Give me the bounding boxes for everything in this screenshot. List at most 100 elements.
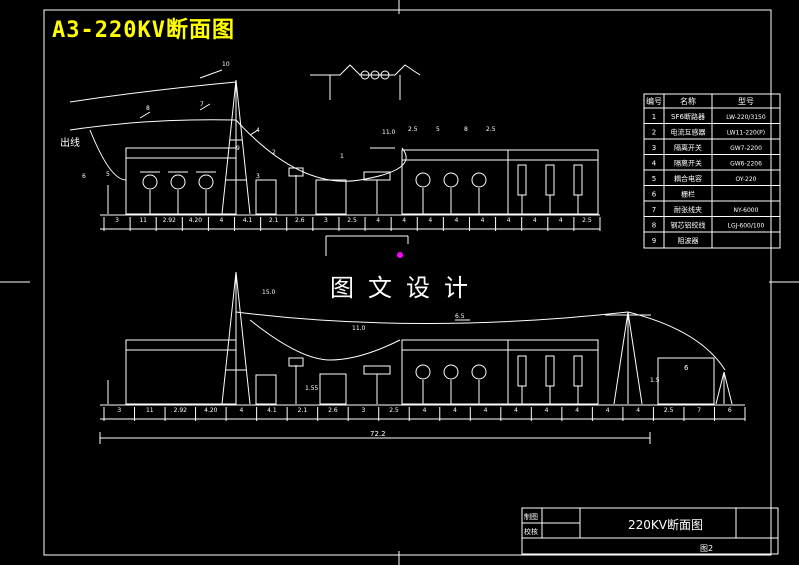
callout-5: 5 xyxy=(106,171,110,178)
parts-table-no: 7 xyxy=(652,206,656,214)
callout-9: 9 xyxy=(236,145,240,152)
dimension-label: 4 xyxy=(575,407,579,414)
parts-table-model: LGJ-600/100 xyxy=(728,223,765,230)
parts-table-name: 钢芯铝绞线 xyxy=(671,221,706,230)
bottom-section xyxy=(99,271,745,444)
height-5: 5 xyxy=(436,126,440,133)
insertion-marker xyxy=(397,252,403,258)
dimension-label: 11 xyxy=(139,217,147,224)
dimension-label: 3 xyxy=(362,407,366,414)
dimension-label: 4 xyxy=(220,217,224,224)
page-title: A3-220KV断面图 xyxy=(52,18,235,43)
dimension-label: 3 xyxy=(115,217,119,224)
dimension-label: 4.1 xyxy=(267,407,277,414)
dimension-label: 4 xyxy=(402,217,406,224)
parts-table-name: 阻波器 xyxy=(678,236,699,245)
dimension-label: 2.6 xyxy=(295,217,305,224)
dimension-label: 2.6 xyxy=(328,407,338,414)
parts-table-name: 隔离开关 xyxy=(674,143,702,152)
parts-table-no: 4 xyxy=(652,160,657,168)
callout-10: 10 xyxy=(222,61,230,68)
callout-1: 1 xyxy=(340,153,344,160)
title-block-row2: 校核 xyxy=(524,527,538,536)
parts-table-no: 5 xyxy=(652,175,656,183)
title-block-sheet: 图2 xyxy=(700,544,713,553)
parts-table-model: GW7-2200 xyxy=(730,145,762,152)
height-15: 15.0 xyxy=(262,289,276,296)
dimension-label: 4 xyxy=(559,217,563,224)
top-section xyxy=(69,64,600,230)
parts-table-name: 耦合电容 xyxy=(674,174,702,183)
title-block-title: 220KV断面图 xyxy=(628,517,703,532)
parts-table-no: 2 xyxy=(652,129,656,137)
parts-table-no: 1 xyxy=(652,113,656,121)
dimension-label: 6 xyxy=(728,407,732,414)
dimension-label: 2.5 xyxy=(582,217,592,224)
callout-8: 8 xyxy=(146,105,150,112)
dimension-label: 4 xyxy=(239,407,243,414)
callout-4: 4 xyxy=(256,127,260,134)
callout-2: 2 xyxy=(272,149,276,156)
dimension-label: 7 xyxy=(697,407,701,414)
dimension-label: 2.5 xyxy=(664,407,674,414)
box-label: 6 xyxy=(684,364,689,372)
parts-table-model: LW11-220(P) xyxy=(727,130,765,137)
dimension-label: 4 xyxy=(481,217,485,224)
dimension-label: 4 xyxy=(428,217,432,224)
dimension-label: 4 xyxy=(423,407,427,414)
parts-table-name: 隔离开关 xyxy=(674,159,702,168)
dimension-label: 4 xyxy=(453,407,457,414)
parts-table-model: LW-220/3150 xyxy=(726,114,766,121)
dimension-label: 4 xyxy=(636,407,640,414)
dimension-label: 4 xyxy=(455,217,459,224)
title-block-grid xyxy=(521,507,779,555)
height-11: 11.0 xyxy=(382,129,396,136)
dimension-label: 2.92 xyxy=(163,217,177,224)
dimension-label: 4.20 xyxy=(189,217,203,224)
height-2-5a: 2.5 xyxy=(408,126,418,133)
parts-table-header-0: 编号 xyxy=(646,96,662,106)
dimension-label: 4 xyxy=(533,217,537,224)
dimension-label: 4 xyxy=(376,217,380,224)
title-block-row1: 制图 xyxy=(524,512,538,521)
watermark: 图文设计 xyxy=(330,274,482,302)
total-dimension: 72.2 xyxy=(370,430,386,438)
center-marks xyxy=(325,235,409,256)
height-2-5b: 2.5 xyxy=(486,126,496,133)
height-11-bottom: 11.0 xyxy=(352,325,366,332)
parts-table-name: 耐张线夹 xyxy=(674,205,702,214)
callout-7: 7 xyxy=(200,101,204,108)
parts-table-name: 栅栏 xyxy=(681,190,695,199)
parts-table-no: 3 xyxy=(652,144,656,152)
dimension-label: 2.1 xyxy=(269,217,279,224)
dimension-label: 3 xyxy=(324,217,328,224)
parts-table-no: 9 xyxy=(652,237,656,245)
dimension-label: 4 xyxy=(606,407,610,414)
outgoing-line-label: 出线 xyxy=(60,136,80,149)
height-6-5: 6.5 xyxy=(455,313,465,320)
dimension-label: 4.20 xyxy=(204,407,218,414)
dimension-label: 4 xyxy=(545,407,549,414)
dimension-label: 4 xyxy=(484,407,488,414)
parts-table-no: 8 xyxy=(652,222,656,230)
parts-table-grid xyxy=(643,93,781,249)
parts-table-name: 电流互感器 xyxy=(671,128,706,137)
dimension-label: 11 xyxy=(146,407,154,414)
callout-3: 3 xyxy=(256,173,260,180)
parts-table-header-2: 型号 xyxy=(738,97,754,106)
dimension-label: 3 xyxy=(117,407,121,414)
dimension-label: 2.1 xyxy=(298,407,308,414)
callout-6: 6 xyxy=(82,173,86,180)
parts-table-no: 6 xyxy=(652,191,657,199)
height-1-55: 1.55 xyxy=(305,385,319,392)
parts-table-header-1: 名称 xyxy=(680,96,696,106)
height-1-5: 1.5 xyxy=(650,377,660,384)
parts-table-model: NY-6000 xyxy=(734,207,759,214)
dimension-label: 2.5 xyxy=(347,217,357,224)
dimension-label: 4.1 xyxy=(243,217,253,224)
